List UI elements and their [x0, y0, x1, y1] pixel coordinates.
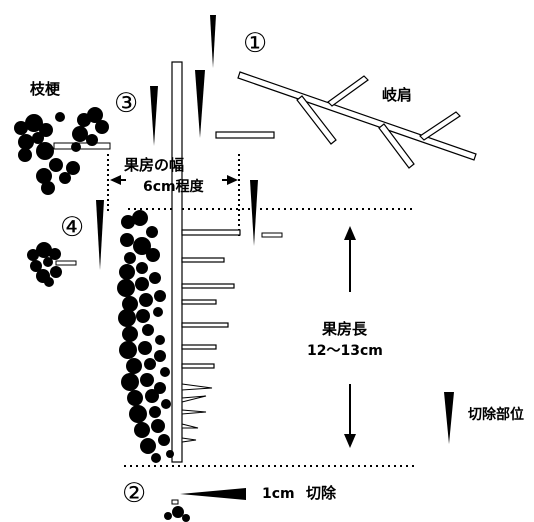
- marker-1: ①: [243, 28, 268, 59]
- pointer-icon-legend: [444, 392, 454, 444]
- kigata-label: 岐肩: [382, 86, 413, 104]
- marker-4: ④: [60, 212, 85, 243]
- cluster-width-value: 6cm程度: [143, 179, 204, 195]
- cluster-length-value: 12～13cm: [307, 343, 383, 359]
- wing-shoulder-branch: [237, 71, 477, 169]
- shikou-label: 枝梗: [30, 80, 61, 98]
- marker-3: ③: [114, 88, 139, 119]
- cut-amount-label: 1cm: [262, 486, 295, 502]
- pointer-icon-group: [96, 15, 454, 500]
- lower-pedicels: [181, 383, 213, 443]
- pointer-icon-4: [96, 200, 104, 270]
- pointer-icon-3b: [195, 70, 205, 138]
- width-arrow-left: [110, 175, 121, 185]
- pointer-icon-above-stub: [250, 180, 258, 246]
- length-arrow-down: [344, 384, 356, 448]
- marker-2: ②: [122, 478, 147, 509]
- main-berry-cluster: [117, 210, 174, 463]
- stub-branch-2: [261, 232, 283, 238]
- main-rachis: [171, 61, 241, 463]
- shoulder-stub: [215, 131, 275, 139]
- bottom-tip-cluster: [164, 499, 190, 522]
- pointer-icon-3a: [150, 86, 158, 146]
- cluster-length-label: 果房長: [322, 320, 368, 338]
- pedicel-cluster: [14, 107, 111, 195]
- cluster-width-label: 果房の幅: [124, 156, 185, 174]
- cut-word-label: 切除: [306, 484, 337, 502]
- small-pedicel-cluster: [27, 242, 77, 287]
- length-arrow-up: [344, 226, 356, 292]
- pointer-icon-1: [210, 15, 216, 68]
- cut-position-label: 切除部位: [468, 407, 524, 423]
- pointer-icon-2: [180, 488, 246, 500]
- width-arrow-right: [227, 175, 238, 185]
